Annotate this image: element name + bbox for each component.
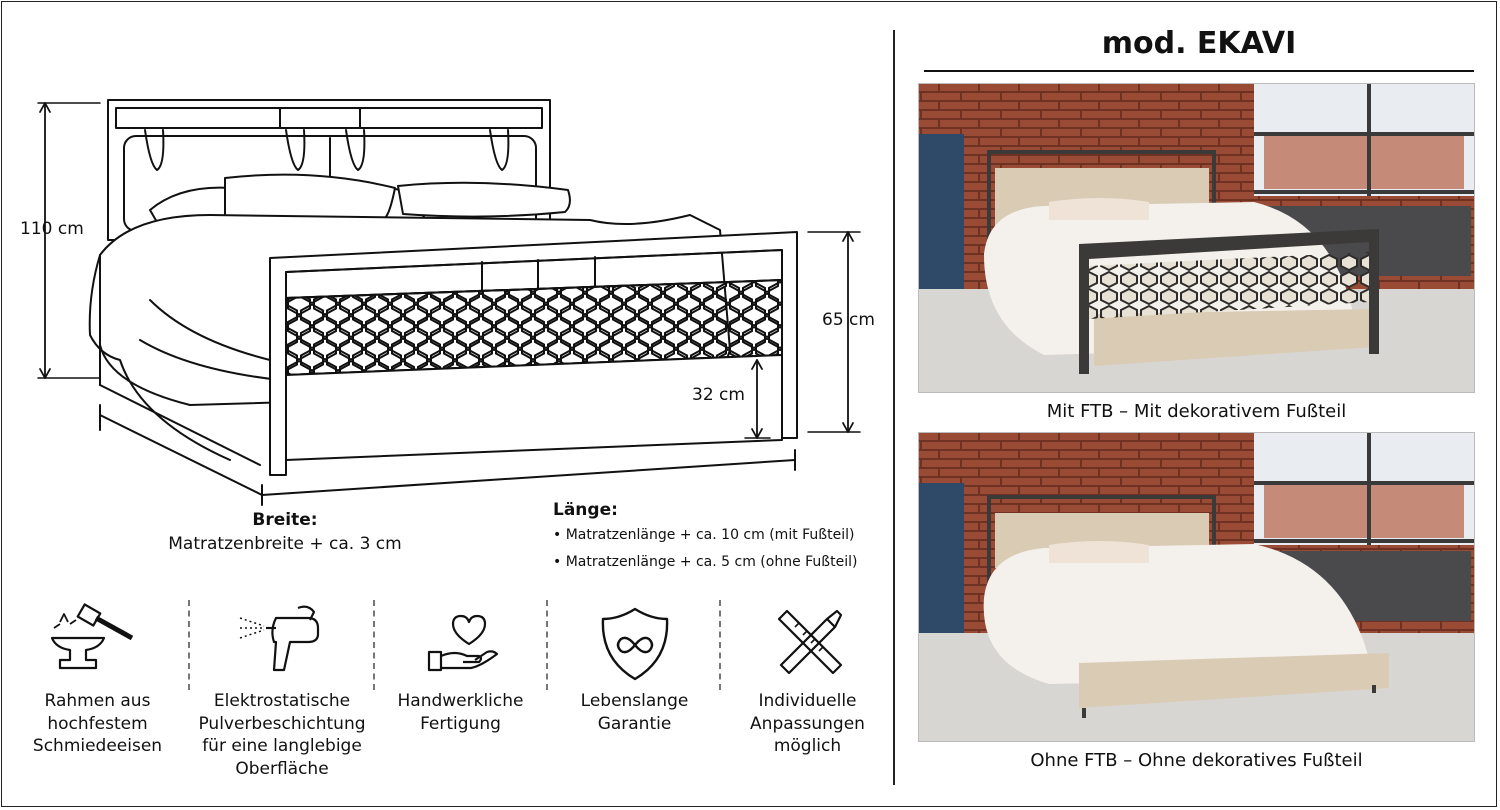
title-underline — [924, 70, 1474, 72]
footboard-height-label: 65 cm — [822, 310, 875, 330]
feature-divider — [546, 600, 548, 690]
panel-divider — [893, 30, 895, 785]
length-item-1: • Matratzenlänge + ca. 10 cm (mit Fußtei… — [553, 527, 855, 543]
ruler-pencil-icon — [777, 609, 843, 675]
bed-photo-without-footboard — [918, 432, 1475, 742]
headboard-height-label: 110 cm — [20, 219, 84, 239]
width-heading: Breite: — [252, 510, 318, 530]
hand-heart-icon — [427, 614, 499, 672]
anvil-hammer-icon — [50, 603, 134, 670]
feature-divider — [719, 600, 721, 690]
model-title: mod. EKAVI — [1101, 26, 1297, 61]
caption-with-footboard: Mit FTB – Mit dekorativem Fußteil — [1046, 401, 1347, 422]
bed-technical-drawing — [37, 99, 861, 506]
feature-divider — [373, 600, 375, 690]
clearance-height-label: 32 cm — [692, 385, 745, 405]
bed-photo-with-footboard — [918, 83, 1475, 393]
shield-infinity-icon — [601, 607, 669, 681]
spray-gun-icon — [239, 605, 320, 672]
width-text: Matratzenbreite + ca. 3 cm — [168, 534, 402, 554]
length-heading: Länge: — [553, 500, 618, 520]
length-item-2: • Matratzenlänge + ca. 5 cm (ohne Fußtei… — [553, 554, 858, 570]
caption-without-footboard: Ohne FTB – Ohne dekoratives Fußteil — [1030, 750, 1363, 771]
feature-divider — [188, 600, 190, 690]
